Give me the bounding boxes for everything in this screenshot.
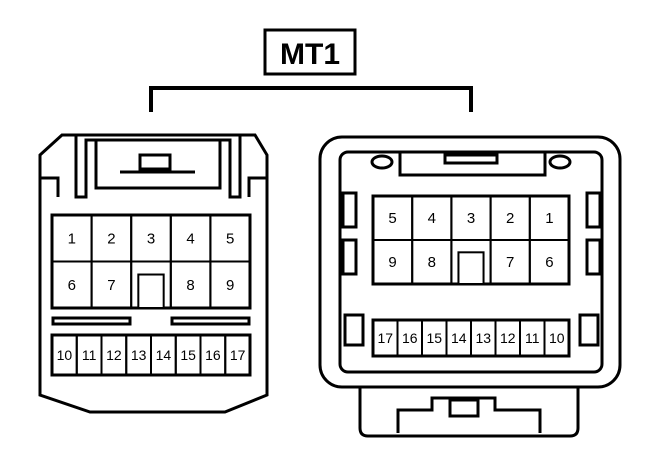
right-connector-pin-label: 8 <box>428 254 436 271</box>
right-connector-pin-cell <box>528 239 570 285</box>
right-connector-pin-label: 12 <box>500 330 516 346</box>
left-connector-key-cavity <box>137 273 165 309</box>
right-connector-pin-label: 2 <box>506 210 514 227</box>
right-top-latch <box>398 152 547 177</box>
right-slot-right-bottom <box>585 238 602 276</box>
left-connector-pin-label: 5 <box>226 230 234 247</box>
left-side-guide-right <box>247 176 267 197</box>
left-connector <box>38 133 269 414</box>
right-connector-pin-label: 15 <box>426 330 442 346</box>
left-latch-inner <box>94 140 222 190</box>
left-connector-body <box>38 133 269 414</box>
left-connector-pin-label: 1 <box>68 230 76 247</box>
left-connector-pin-label: 13 <box>131 347 147 363</box>
right-slot-left-bottom <box>341 238 358 276</box>
right-connector <box>318 135 622 438</box>
left-side-guide-left <box>40 176 60 197</box>
left-connector-pin-label: 7 <box>107 277 115 294</box>
right-connector-body <box>318 135 622 389</box>
right-inner-frame <box>338 150 604 374</box>
right-bottom-housing <box>358 387 580 438</box>
right-connector-pin-label: 9 <box>388 254 396 271</box>
right-connector-pin-cell <box>543 319 570 357</box>
right-bottom-notch <box>396 396 542 433</box>
left-connector-pin-label: 4 <box>186 230 194 247</box>
right-connector-pin-label: 1 <box>545 210 553 227</box>
left-latch-tab <box>138 153 172 171</box>
right-connector-pin-label: 3 <box>467 210 475 227</box>
left-connector-pin-cell <box>209 260 251 309</box>
right-slot-left-top <box>341 191 358 229</box>
right-bottom-tab <box>448 398 480 418</box>
bracket <box>149 86 473 112</box>
left-connector-pin-label: 2 <box>107 230 115 247</box>
right-hole-right <box>548 154 572 170</box>
right-connector-key-cavity <box>457 251 485 286</box>
left-connector-pin-label: 11 <box>82 347 97 363</box>
right-hole-left <box>370 154 394 170</box>
left-latch-housing <box>74 135 242 199</box>
right-connector-pin-label: 17 <box>377 330 393 346</box>
title-text: MT1 <box>280 38 340 71</box>
right-connector-pin-label: 13 <box>475 330 491 346</box>
right-connector-pin-label: 11 <box>525 330 540 346</box>
left-connector-pin-label: 12 <box>106 347 122 363</box>
right-connector-pin-label: 16 <box>402 330 418 346</box>
left-connector-pin-cell <box>224 334 251 376</box>
left-connector-pin-label: 10 <box>57 347 73 363</box>
right-connector-pin-label: 10 <box>549 330 565 346</box>
right-slot-right-lower <box>578 313 600 347</box>
right-slot-right-top <box>585 191 602 229</box>
right-connector-pin-label: 4 <box>428 210 436 227</box>
left-connector-pin-label: 16 <box>205 347 221 363</box>
right-connector-pin-label: 14 <box>451 330 467 346</box>
left-connector-pin-label: 14 <box>156 347 172 363</box>
left-separator-right <box>170 316 251 326</box>
left-connector-pin-label: 3 <box>147 230 155 247</box>
title-group: MT1 <box>263 28 357 76</box>
right-top-latch-slot <box>443 153 499 165</box>
right-slot-left-lower <box>343 313 365 347</box>
left-connector-pin-label: 17 <box>230 347 246 363</box>
left-separator-left <box>51 316 132 326</box>
title-box <box>263 28 357 76</box>
left-connector-pin-label: 9 <box>226 277 234 294</box>
right-pin-group: 5 4 3 2 1 9 8 7 6 17 16 15 14 13 12 11 10 <box>372 195 570 357</box>
left-connector-pin-label: 15 <box>180 347 196 363</box>
right-connector-pin-label: 5 <box>388 210 396 227</box>
left-connector-pin-label: 8 <box>186 277 194 294</box>
right-connector-pin-label: 6 <box>545 254 553 271</box>
left-connector-pin-label: 6 <box>68 277 76 294</box>
right-connector-pin-label: 7 <box>506 254 514 271</box>
